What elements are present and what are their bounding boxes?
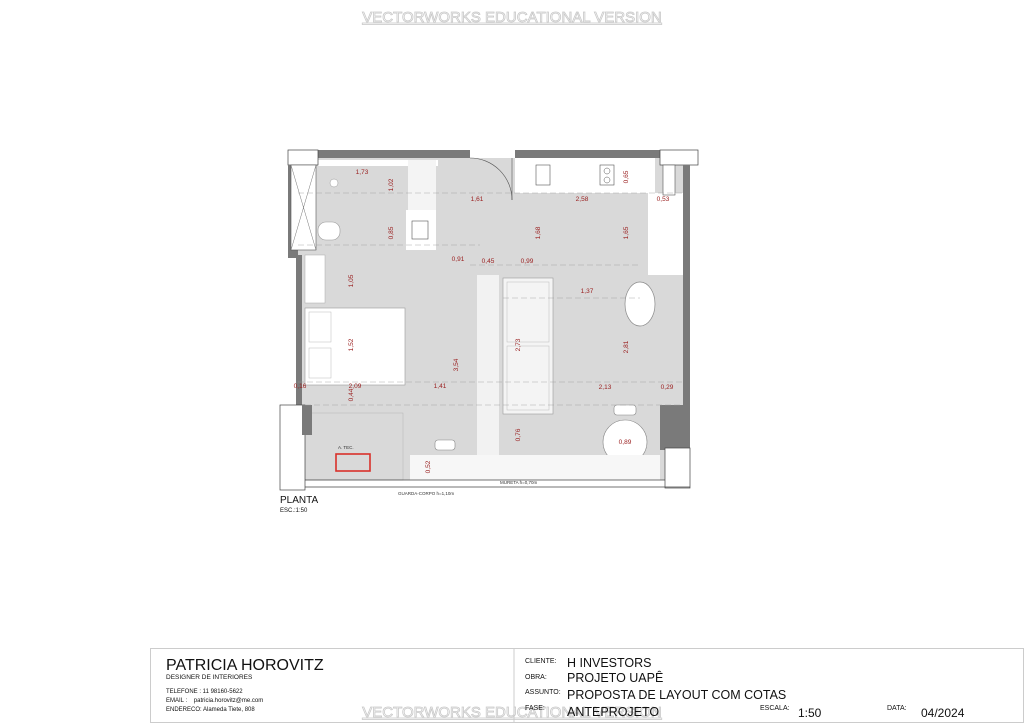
dimension-label: 1,05: [348, 274, 355, 287]
dimension-label: 1,41: [434, 383, 447, 390]
wall: [660, 405, 690, 450]
drawing-title: PLANTA: [280, 495, 318, 506]
dimension-label: 0,89: [619, 439, 632, 446]
technical-area: [304, 412, 404, 481]
data-label: DATA:: [887, 705, 907, 712]
dimension-label: 0,52: [425, 460, 432, 473]
bed: [304, 307, 406, 386]
dimension-label: 1,37: [581, 288, 594, 295]
dimension-label: 0,99: [521, 258, 534, 265]
balcony-bench: [410, 455, 660, 480]
dimension-label: 2,13: [599, 384, 612, 391]
dimension-label: 1,68: [535, 226, 542, 239]
watermark-top: VECTORWORKS EDUCATIONAL VERSION: [362, 9, 662, 26]
fase-label: FASE:: [525, 705, 545, 712]
dimension-label: 0,76: [515, 428, 522, 441]
designer-role: DESIGNER DE INTERIORES: [166, 674, 253, 681]
pillar: [664, 447, 691, 489]
fase-value: ANTEPROJETO: [567, 705, 660, 719]
floor-plan: 1,73 1,02 1,61 2,58 0,53 0,65 0,85 1,68 1,65 0,91…: [279, 149, 699, 496]
entrance-door: [469, 157, 513, 201]
escala-label: ESCALA:: [760, 705, 790, 712]
dimension-label: 0,85: [388, 226, 395, 239]
dimension-label: 0,65: [623, 170, 630, 183]
dimension-label: 0,45: [482, 258, 495, 265]
wall: [298, 150, 470, 158]
dimension-label: 2,73: [515, 338, 522, 351]
toilet: [317, 221, 341, 241]
dimension-label: 2,81: [623, 340, 630, 353]
obra-label: OBRA:: [525, 674, 547, 681]
dimension-label: 0,91: [452, 256, 465, 263]
obra-value: PROJETO UAPÊ: [567, 671, 664, 685]
dimension-label: 1,73: [356, 169, 369, 176]
dimension-label: 1,65: [623, 226, 630, 239]
data-value: 04/2024: [921, 706, 965, 720]
guarda-corpo-note: GUARDA-CORPO h=1,10m: [398, 491, 454, 496]
wall: [683, 165, 690, 410]
assunto-value: PROPOSTA DE LAYOUT COM COTAS: [567, 688, 787, 702]
dimension-label: 2,09: [349, 383, 362, 390]
designer-phone: TELEFONE : 11 98160-5622: [166, 689, 243, 695]
dimension-label: 1,02: [388, 178, 395, 191]
wardrobe: [648, 193, 683, 275]
dimension-label: 1,52: [348, 338, 355, 351]
cliente-label: CLIENTE:: [525, 658, 557, 665]
dimension-label: 0,29: [661, 384, 674, 391]
dimension-label: 0,53: [657, 196, 670, 203]
pillar: [659, 149, 699, 166]
ac-unit: [335, 453, 371, 472]
designer-address: ENDERECO: Alameda Tiete, 808: [166, 707, 255, 713]
escala-value: 1:50: [798, 706, 822, 720]
mureta-note: MURETA h=0,70m: [500, 480, 538, 485]
designer-email: EMAIL : patricia.horovitz@me.com: [166, 698, 264, 704]
pillar: [287, 149, 319, 166]
nightstand: [304, 254, 326, 304]
assunto-label: ASSUNTO:: [525, 689, 561, 696]
shower-head: [329, 178, 339, 188]
cliente-value: H INVESTORS: [567, 656, 652, 670]
dimension-label: 2,58: [576, 196, 589, 203]
divider-panel: [477, 275, 499, 480]
dimension-label: 0,16: [294, 383, 307, 390]
dimension-label: 1,61: [471, 196, 484, 203]
chair: [613, 404, 637, 416]
designer-name: PATRICIA HOROVITZ: [166, 657, 324, 674]
drawing-scale: ESC.:1:50: [280, 508, 308, 514]
pillar: [279, 404, 306, 491]
kitchen-sink: [535, 164, 551, 186]
stool: [434, 439, 456, 451]
cooktop: [599, 164, 615, 186]
wall: [515, 150, 660, 158]
wall: [296, 255, 302, 405]
watermark-bottom: VECTORWORKS EDUCATIONAL VERSION: [362, 704, 662, 721]
dimension-label: 0,44: [348, 388, 355, 401]
shower: [408, 160, 436, 210]
room-label: A. TEC.: [338, 445, 354, 450]
round-rug: [624, 281, 656, 327]
dimension-label: 3,54: [453, 358, 460, 371]
